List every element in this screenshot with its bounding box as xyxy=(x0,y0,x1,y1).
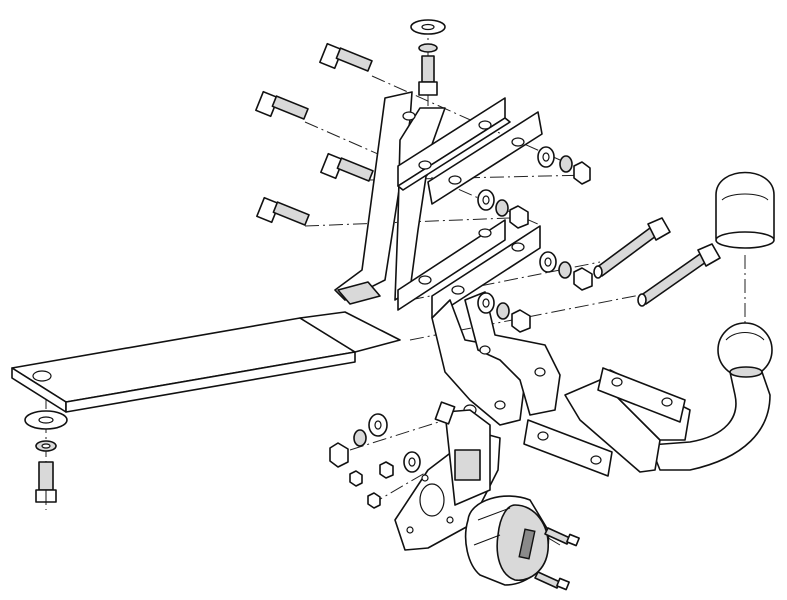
spring-washer xyxy=(559,155,573,173)
side-bracket xyxy=(334,91,446,305)
spring-washer xyxy=(558,261,572,279)
spring-washer xyxy=(418,43,438,53)
spacer-plate xyxy=(523,419,613,477)
nut xyxy=(573,267,593,291)
top-bolt-stack xyxy=(410,19,446,96)
bolt xyxy=(320,152,374,182)
cross-bar xyxy=(11,311,401,413)
bolt xyxy=(418,55,438,96)
washer-nut-stack-lower-2 xyxy=(477,292,531,333)
nut xyxy=(367,492,381,509)
bolt xyxy=(255,90,309,120)
bolt xyxy=(319,42,373,72)
bolt xyxy=(256,196,310,226)
spacer-plate xyxy=(597,367,686,423)
nut xyxy=(379,461,394,479)
nut xyxy=(509,205,529,229)
nut xyxy=(573,161,591,185)
long-bolt xyxy=(593,217,671,279)
nut xyxy=(511,309,531,333)
socket-plate xyxy=(394,409,501,551)
side-bracket xyxy=(431,291,561,426)
socket-screw xyxy=(534,571,570,591)
socket-screw xyxy=(544,527,580,547)
tow-ball-cover xyxy=(715,171,775,249)
side-plate xyxy=(397,219,506,311)
spring-washer xyxy=(496,302,510,320)
socket-fixings xyxy=(329,413,421,509)
bolt xyxy=(35,461,57,503)
spring-washer xyxy=(495,199,509,217)
long-bolt xyxy=(637,243,721,307)
washer-nut-stack-upper xyxy=(537,146,591,185)
nut xyxy=(329,442,349,468)
washer-nut-stack-mid xyxy=(477,189,529,229)
left-bolt-stack xyxy=(24,410,68,503)
bolt xyxy=(434,401,456,425)
washer-nut-stack-lower-1 xyxy=(539,251,593,291)
side-plate xyxy=(397,97,511,191)
side-plate xyxy=(431,225,541,319)
side-plate xyxy=(427,111,543,205)
electrical-socket xyxy=(464,495,550,586)
spring-washer xyxy=(353,429,367,447)
nut xyxy=(349,470,363,487)
